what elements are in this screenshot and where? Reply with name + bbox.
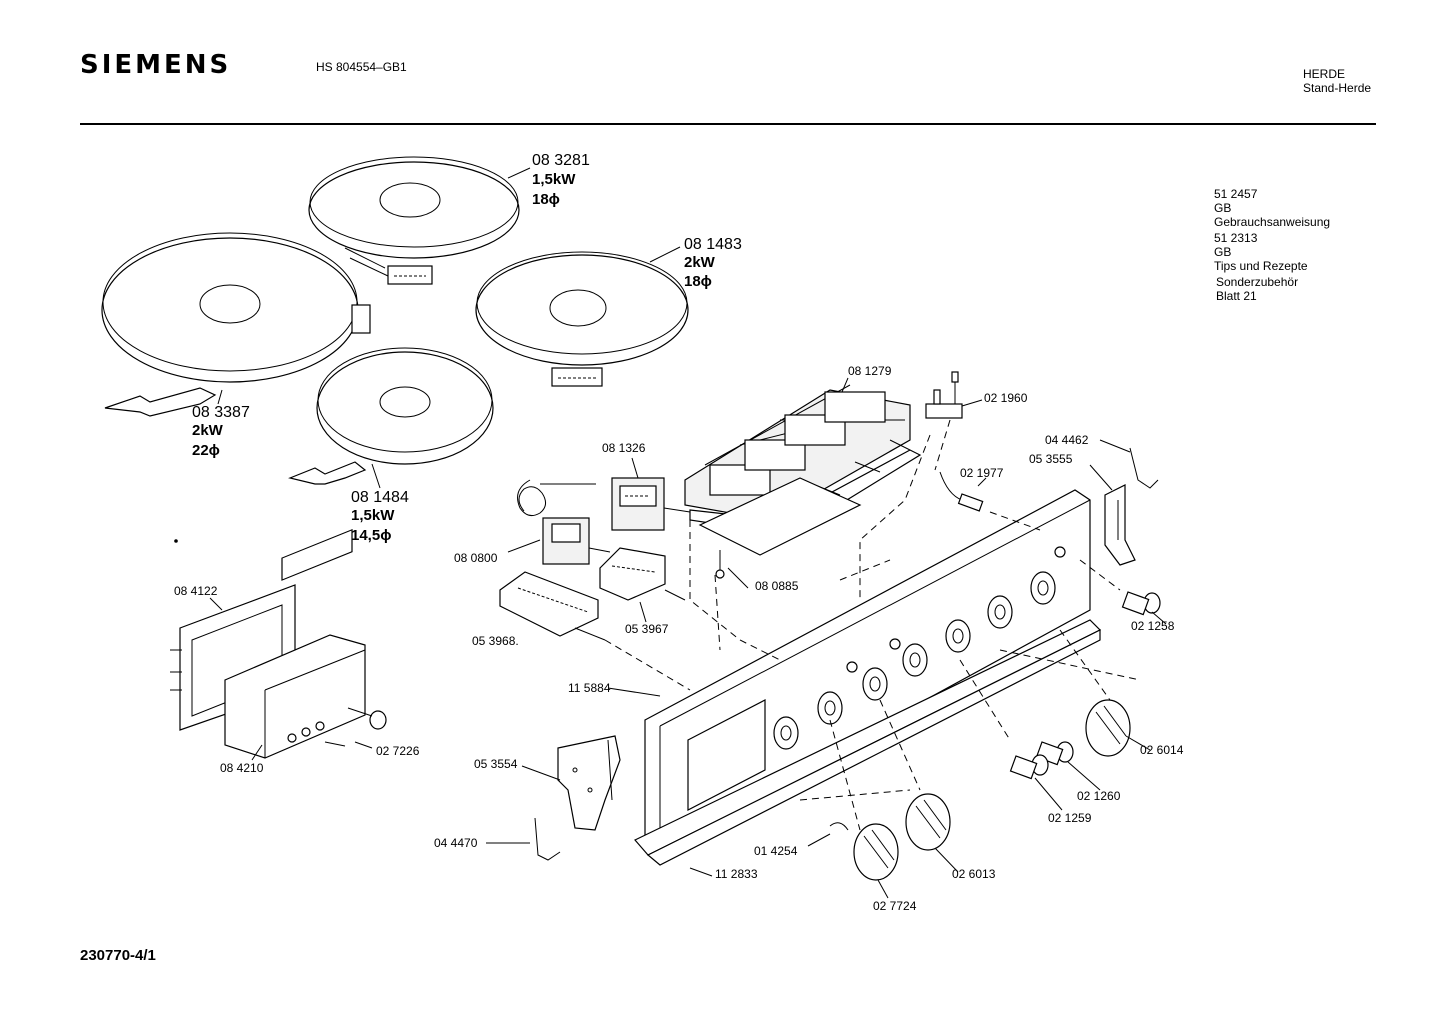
part-label-021259: 02 1259 xyxy=(1048,811,1092,825)
recipes-title: Tips und Rezepte xyxy=(1214,259,1308,273)
spring-014254 xyxy=(807,822,849,847)
hotplate-2-number: 08 1483 xyxy=(684,236,742,253)
recipes-lang: GB xyxy=(1214,245,1232,259)
part-label-021258: 02 1258 xyxy=(1131,619,1175,633)
hotplate-083387 xyxy=(101,232,371,417)
hotplate-2-size: 18ϕ xyxy=(684,273,712,290)
category-label: HERDE xyxy=(1303,67,1346,81)
cover-053968 xyxy=(499,571,606,641)
dot-mark xyxy=(174,539,178,543)
part-label-044462: 04 4462 xyxy=(1045,433,1089,447)
part-label-021977: 02 1977 xyxy=(960,466,1004,480)
lamp-021259 xyxy=(1009,754,1063,811)
assembly-lines xyxy=(604,419,1141,831)
part-label-027226: 02 7226 xyxy=(376,744,420,758)
part-label-021960: 02 1960 xyxy=(984,391,1028,405)
part-label-026014: 02 6014 xyxy=(1140,743,1184,757)
part-label-053968: 05 3968. xyxy=(472,634,519,648)
model-number: HS 804554–GB1 xyxy=(316,60,407,74)
part-label-053554: 05 3554 xyxy=(474,757,518,771)
recipes-doc: 51 2313 GB Tips und Rezepte xyxy=(1214,231,1330,273)
accessories-sheet: Blatt 21 xyxy=(1216,289,1257,303)
hotplate-081483 xyxy=(475,246,689,387)
product-category: HERDE Stand-Herde xyxy=(1303,67,1371,95)
knob-026013 xyxy=(905,793,959,873)
cover-053967 xyxy=(599,547,686,623)
hotplate-083281 xyxy=(308,156,531,285)
manual-title: Gebrauchsanweisung xyxy=(1214,215,1331,229)
hotplate-4-number: 08 1484 xyxy=(351,489,409,506)
hotplate-1-power: 1,5kW xyxy=(532,171,576,188)
part-label-084122: 08 4122 xyxy=(174,584,218,598)
recipes-number: 51 2313 xyxy=(1214,231,1258,245)
accessories-doc: Sonderzubehör Blatt 21 xyxy=(1214,275,1330,303)
manual-lang: GB xyxy=(1214,201,1232,215)
knob-026014 xyxy=(1085,699,1151,757)
manual-number: 51 2457 xyxy=(1214,187,1258,201)
regulator-080800 xyxy=(507,479,611,565)
part-label-026013: 02 6013 xyxy=(952,867,996,881)
hotplate-3-size: 22ϕ xyxy=(192,442,220,459)
part-label-044470: 04 4470 xyxy=(434,836,478,850)
header-rule xyxy=(80,123,1376,125)
hotplate-1-size: 18ϕ xyxy=(532,191,560,208)
clip-044462 xyxy=(1099,439,1159,489)
documents-list: 51 2457 GB Gebrauchsanweisung 51 2313 GB… xyxy=(1214,187,1330,303)
bracket-053554 xyxy=(521,735,621,831)
part-label-081326: 08 1326 xyxy=(602,441,646,455)
lamp-021258 xyxy=(1121,591,1167,625)
screws-027226 xyxy=(324,707,387,749)
brand-logo: SIEMENS xyxy=(80,50,232,80)
part-label-053967: 05 3967 xyxy=(625,622,669,636)
hotplate-4-power: 1,5kW xyxy=(351,507,395,524)
part-label-021260: 02 1260 xyxy=(1077,789,1121,803)
part-label-053555: 05 3555 xyxy=(1029,452,1073,466)
accessories-label: Sonderzubehör xyxy=(1216,275,1299,289)
part-label-115884: 11 5884 xyxy=(568,681,611,695)
part-label-081279: 08 1279 xyxy=(848,364,892,378)
diagram-id: 230770-4/1 xyxy=(80,947,156,964)
part-label-014254: 01 4254 xyxy=(754,844,798,858)
manual-doc: 51 2457 GB Gebrauchsanweisung xyxy=(1214,187,1330,229)
clip-044470 xyxy=(486,817,561,861)
part-label-080885: 08 0885 xyxy=(755,579,799,593)
regulator-081326 xyxy=(611,457,691,531)
switch-assembly-081279 xyxy=(684,377,922,589)
subcategory-label: Stand-Herde xyxy=(1303,81,1372,95)
hotplate-3-number: 08 3387 xyxy=(192,404,250,421)
probe-021977 xyxy=(939,471,987,512)
hotplate-081484 xyxy=(288,347,494,489)
part-label-084210: 08 4210 xyxy=(220,761,264,775)
hotplate-3-power: 2kW xyxy=(192,422,224,439)
hotplate-1-number: 08 3281 xyxy=(532,152,590,169)
part-label-080800: 08 0800 xyxy=(454,551,498,565)
switch-021960 xyxy=(925,371,983,419)
trim-strip-112833 xyxy=(634,619,1102,877)
part-label-027724: 02 7724 xyxy=(873,899,917,913)
knob-027724 xyxy=(853,823,899,899)
part-label-112833: 11 2833 xyxy=(715,867,758,881)
timer-084210 xyxy=(224,528,366,761)
hotplate-4-size: 14,5ϕ xyxy=(351,527,391,544)
bracket-053555 xyxy=(1089,464,1136,566)
hotplate-2-power: 2kW xyxy=(684,254,716,271)
